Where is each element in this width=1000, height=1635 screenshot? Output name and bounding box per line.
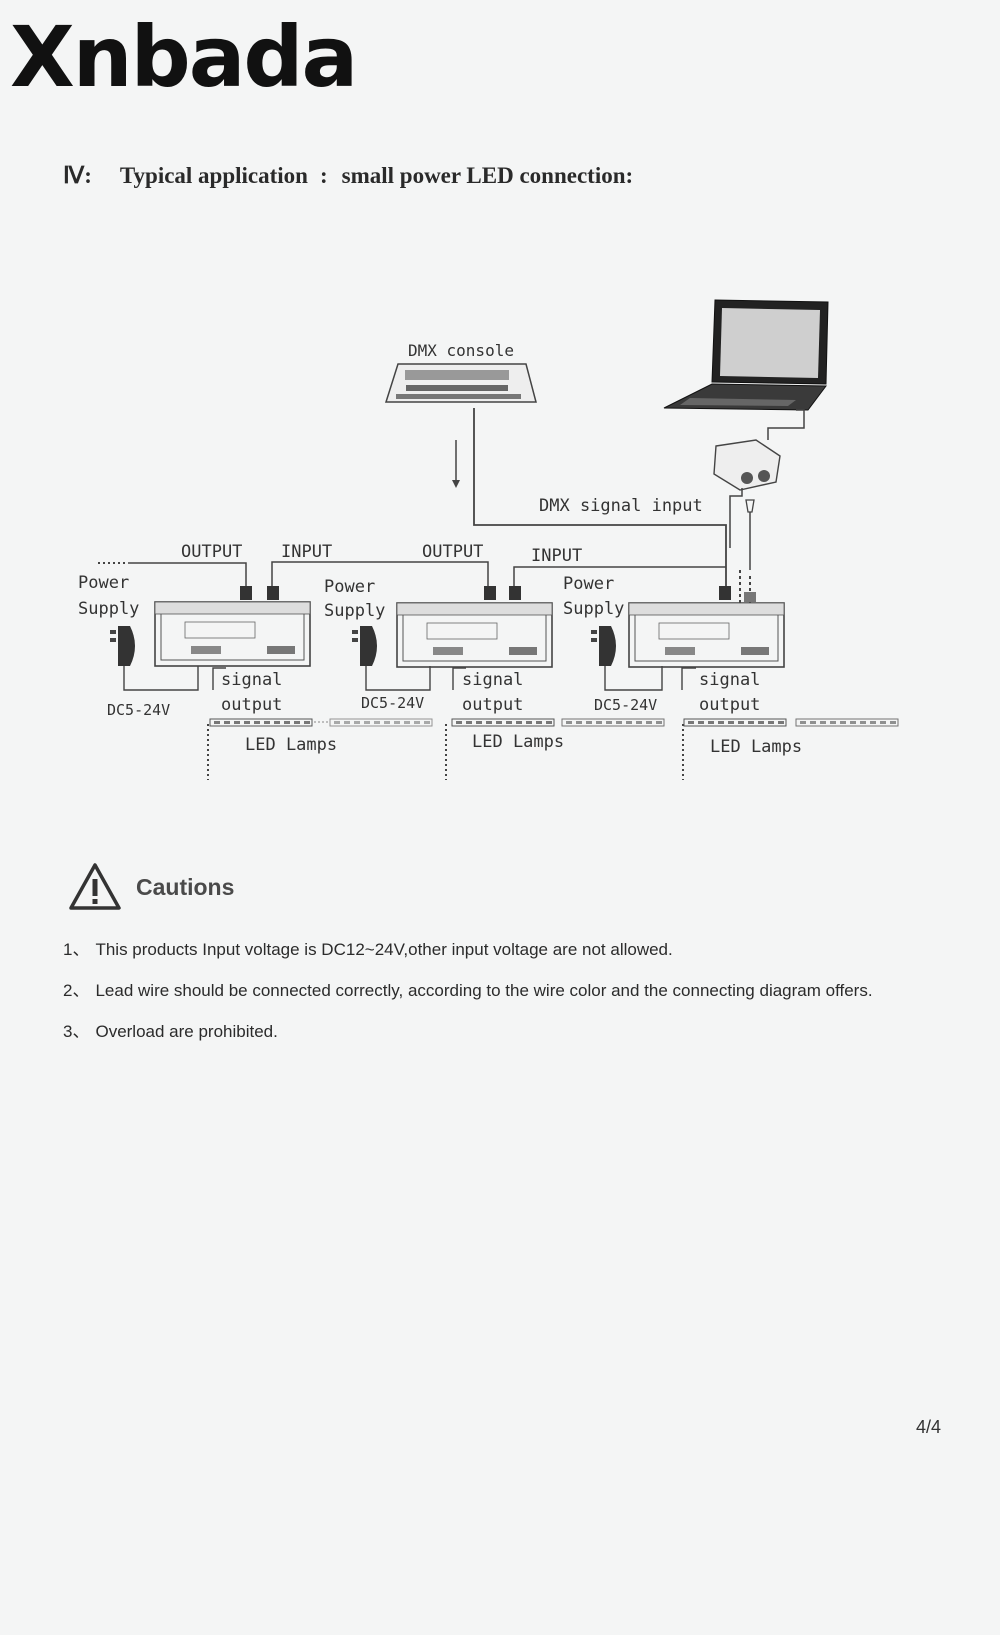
section-number: Ⅳ: [63, 163, 92, 188]
item-number: 3、 [63, 1022, 90, 1041]
supply-label-3: Supply [563, 599, 624, 619]
laptop-icon [663, 299, 829, 411]
item-text: Lead wire should be connected correctly,… [95, 981, 873, 1000]
led-strip-icon [209, 718, 433, 727]
output-label-1: OUTPUT [181, 542, 242, 562]
cautions-header: Cautions [68, 862, 234, 912]
dmx-console-label: DMX console [408, 341, 514, 360]
usb-dmx-adapter-icon [713, 439, 781, 491]
input-label-2: INPUT [531, 546, 582, 566]
power-label-1: Power [78, 573, 129, 593]
item-number: 2、 [63, 981, 90, 1000]
signal-label-3: signal [699, 670, 760, 690]
list-item: 1、 This products Input voltage is DC12~24… [63, 938, 963, 979]
led-strip-icon [683, 718, 899, 727]
output-text-3: output [699, 695, 760, 715]
signal-label-2: signal [462, 670, 523, 690]
connection-diagram: DMX console DMX signal input OUTPUT INPU… [78, 299, 899, 780]
section-separator: : [319, 163, 328, 188]
power-adapter-icon [591, 626, 616, 666]
decoder-icon [628, 586, 785, 668]
decoder-icon [396, 586, 553, 668]
page-number: 4/4 [916, 1417, 942, 1437]
output-text-1: output [221, 695, 282, 715]
list-item: 2、 Lead wire should be connected correctl… [63, 979, 963, 1020]
section-subtitle: small power LED connection: [341, 163, 634, 188]
power-label-3: Power [563, 574, 614, 594]
signal-label-1: signal [221, 670, 282, 690]
item-text: This products Input voltage is DC12~24V,… [95, 940, 673, 959]
voltage-label-1: DC5-24V [107, 701, 170, 719]
supply-label-1: Supply [78, 599, 139, 619]
input-label-1: INPUT [281, 542, 332, 562]
warning-triangle-icon [69, 863, 121, 910]
power-adapter-icon [352, 626, 377, 666]
caution-list: 1、 This products Input voltage is DC12~24… [63, 938, 963, 1061]
led-strip-icon [451, 718, 665, 727]
supply-label-2: Supply [324, 601, 385, 621]
list-item: 3、 Overload are prohibited. [63, 1020, 963, 1061]
power-adapter-icon [110, 626, 135, 666]
cautions-title: Cautions [136, 873, 235, 900]
led-lamps-label-1: LED Lamps [245, 735, 337, 755]
dmx-console-icon [384, 363, 537, 403]
section-title: Typical application [119, 163, 308, 188]
led-lamps-label-2: LED Lamps [472, 732, 564, 752]
output-label-2: OUTPUT [422, 542, 483, 562]
led-lamps-label-3: LED Lamps [710, 737, 802, 757]
section-heading: Ⅳ: Typical application: small power LED co… [63, 163, 633, 189]
power-label-2: Power [324, 577, 375, 597]
decoder-icon [154, 586, 311, 667]
item-text: Overload are prohibited. [95, 1022, 278, 1041]
dmx-signal-input-label: DMX signal input [539, 496, 703, 516]
output-text-2: output [462, 695, 523, 715]
voltage-label-2: DC5-24V [361, 694, 424, 712]
brand-logo: Xnbada [10, 8, 358, 106]
item-number: 1、 [63, 940, 90, 959]
voltage-label-3: DC5-24V [594, 696, 657, 714]
